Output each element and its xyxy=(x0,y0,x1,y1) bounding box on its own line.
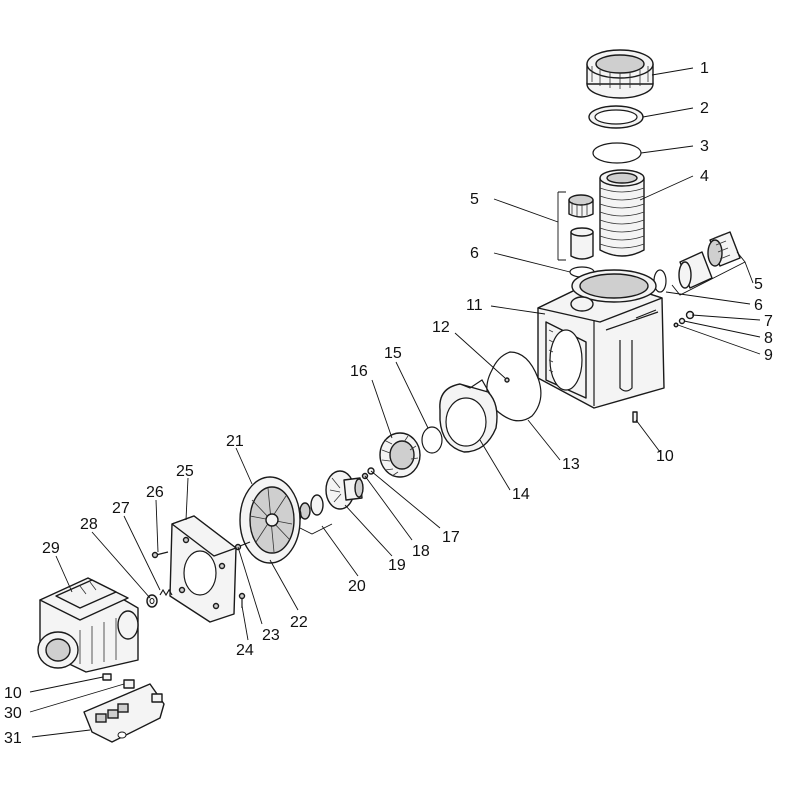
callout-28: 28 xyxy=(80,516,98,533)
part-o-ring-15 xyxy=(421,426,443,454)
callout-15: 15 xyxy=(384,345,402,362)
callout-3: 3 xyxy=(700,138,709,155)
part-o-ring-3 xyxy=(592,142,642,164)
part-lid-ring xyxy=(586,49,654,99)
callout-23: 23 xyxy=(262,627,280,644)
part-lid-seal xyxy=(588,105,644,129)
callout-9: 9 xyxy=(764,347,773,364)
leader-lines xyxy=(29,67,761,738)
callout-29: 29 xyxy=(42,540,60,557)
callout-6-right: 6 xyxy=(754,297,763,314)
callout-22: 22 xyxy=(290,614,308,631)
part-stud-26 xyxy=(151,551,169,559)
part-pin-right xyxy=(632,411,638,423)
callout-7: 7 xyxy=(764,313,773,330)
callout-18: 18 xyxy=(412,543,430,560)
callout-2: 2 xyxy=(700,100,709,117)
part-spring xyxy=(159,588,173,597)
callout-labels: 1 2 3 4 5 5 6 6 7 8 9 10 10 11 12 13 14 … xyxy=(4,60,773,747)
part-motor-bracket xyxy=(169,515,237,623)
callout-30: 30 xyxy=(4,705,22,722)
part-pump-housing xyxy=(537,269,665,409)
part-union-set-left xyxy=(557,191,594,261)
part-seal-plate xyxy=(239,476,301,564)
callout-6-left: 6 xyxy=(470,245,479,262)
callout-16: 16 xyxy=(350,363,368,380)
part-union-set-right xyxy=(671,231,746,296)
part-impeller-cage xyxy=(379,432,421,478)
callout-12: 12 xyxy=(432,319,450,336)
part-impeller xyxy=(325,470,364,510)
part-mechanical-seal xyxy=(292,494,333,535)
callout-14: 14 xyxy=(512,486,530,503)
callout-21: 21 xyxy=(226,433,244,450)
callout-10-left: 10 xyxy=(4,685,22,702)
part-diffuser xyxy=(439,379,498,453)
callout-25: 25 xyxy=(176,463,194,480)
callout-20: 20 xyxy=(348,578,366,595)
callout-5-left: 5 xyxy=(470,191,479,208)
callout-19: 19 xyxy=(388,557,406,574)
callout-10-right: 10 xyxy=(656,448,674,465)
part-impeller-screw-set xyxy=(361,467,375,480)
part-strainer-basket xyxy=(599,169,645,257)
part-bolt-24 xyxy=(238,592,246,608)
callout-4: 4 xyxy=(700,168,709,185)
callout-31: 31 xyxy=(4,730,22,747)
callout-13: 13 xyxy=(562,456,580,473)
callout-24: 24 xyxy=(236,642,254,659)
callout-8: 8 xyxy=(764,330,773,347)
callout-11: 11 xyxy=(466,297,483,314)
callout-26: 26 xyxy=(146,484,164,501)
part-drain-plug-set xyxy=(673,310,695,328)
part-motor xyxy=(37,577,139,673)
callout-17: 17 xyxy=(442,529,460,546)
callout-1: 1 xyxy=(700,60,709,77)
callout-27: 27 xyxy=(112,500,130,517)
callout-5-right: 5 xyxy=(754,276,763,293)
